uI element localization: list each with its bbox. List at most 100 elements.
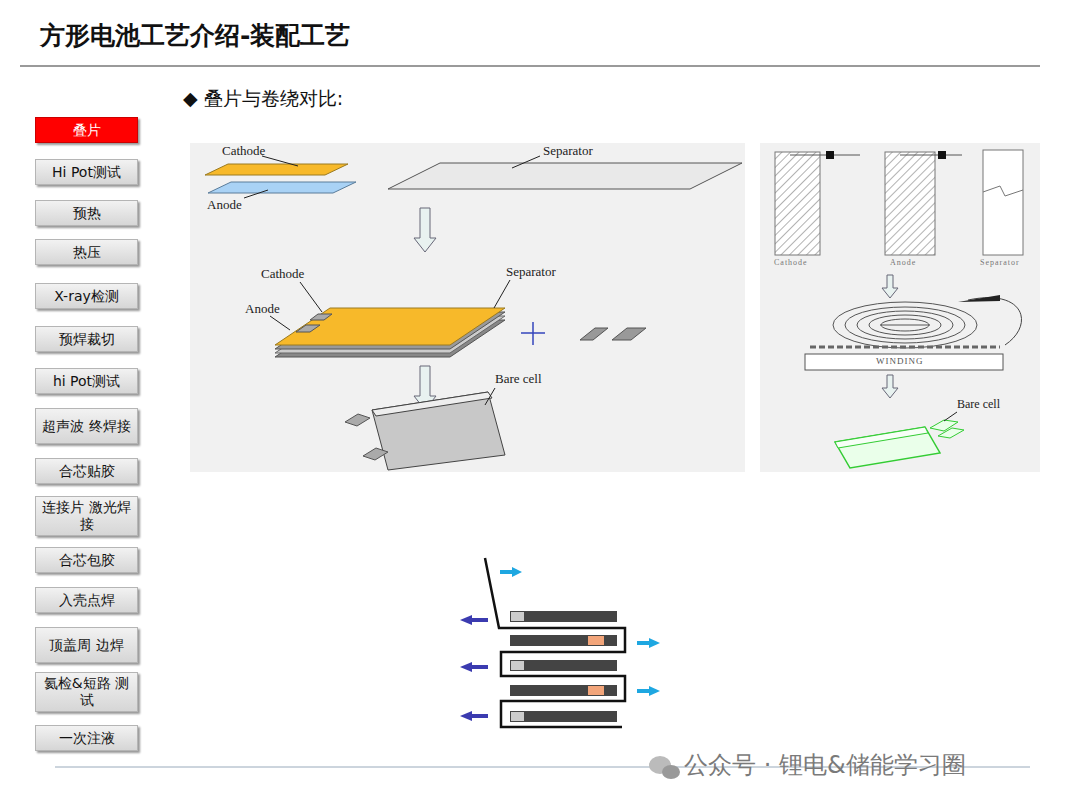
winding-illustration-part <box>775 152 820 255</box>
stacking-illustration-part <box>275 308 505 345</box>
step-button: hi Pot测试 <box>35 368 138 394</box>
stacking-illustration-part <box>612 328 646 340</box>
winding-illustration-part <box>760 143 1040 472</box>
winding-illustration-part <box>826 151 834 159</box>
title-rule <box>20 66 1040 67</box>
z-fold-illustration-part <box>588 636 604 645</box>
z-fold-illustration <box>460 558 660 727</box>
z-fold-illustration-part <box>460 615 488 721</box>
winding-illustration-part <box>810 346 1000 349</box>
winding-illustration-part <box>805 354 1003 370</box>
step-label: 叠片 <box>42 122 132 139</box>
z-fold-illustration-part <box>588 686 604 695</box>
z-fold-illustration-part <box>510 711 617 722</box>
winding-illustration-part <box>885 152 935 255</box>
z-fold-illustration-part-part <box>649 638 660 648</box>
z-fold-illustration-part-part <box>470 665 488 669</box>
stacking-illustration-part <box>388 163 742 189</box>
step-label: 顶盖周 边焊 <box>42 637 132 654</box>
z-fold-illustration-part <box>500 567 660 696</box>
step-label: Hi Pot测试 <box>42 164 132 181</box>
z-fold-illustration-part-part <box>460 615 472 625</box>
stacking-illustration <box>190 143 745 472</box>
winding-illustration-part <box>833 302 977 348</box>
winding-illustration-part <box>882 275 898 298</box>
part-label: Cathode <box>261 267 304 282</box>
winding-illustration-part <box>835 427 928 448</box>
winding-illustration-part <box>900 155 962 156</box>
winding-illustration <box>760 143 1040 472</box>
active-step-button: 叠片 <box>35 117 138 143</box>
winding-illustration-part-part <box>880 325 930 326</box>
winding-illustration-part-part <box>833 302 977 348</box>
step-label: 氦检&短路 测试 <box>42 675 132 709</box>
z-fold-illustration-part-part <box>460 662 472 672</box>
stacking-illustration-part <box>494 280 510 308</box>
z-fold-illustration-part-part <box>470 618 488 622</box>
z-fold-illustration-part-part <box>470 714 488 718</box>
stacking-illustration-part <box>244 190 268 198</box>
stacking-illustration-part <box>208 182 356 193</box>
step-label: 合芯包胶 <box>42 552 132 569</box>
part-label: Cathode <box>774 258 808 267</box>
winding-illustration-part-part <box>869 315 941 335</box>
part-label: Separator <box>506 265 556 280</box>
stacking-illustration-part <box>512 156 540 168</box>
step-button: 合芯贴胶 <box>35 458 138 484</box>
winding-illustration-part <box>882 375 898 398</box>
step-button: 顶盖周 边焊 <box>35 627 138 663</box>
stacking-illustration-part <box>270 316 290 330</box>
step-label: 一次注液 <box>42 730 132 747</box>
z-fold-illustration-part-part <box>500 570 514 574</box>
z-fold-illustration-part <box>485 558 625 727</box>
step-button: 连接片 激光焊接 <box>35 496 138 536</box>
step-button: 预焊裁切 <box>35 326 138 352</box>
footer-part <box>662 765 680 779</box>
step-label: 合芯贴胶 <box>42 463 132 480</box>
z-fold-illustration-part-part <box>637 689 651 693</box>
stacking-illustration-part <box>262 156 298 166</box>
part-label: Cathode <box>222 144 265 159</box>
step-label: 预焊裁切 <box>42 331 132 348</box>
winding-illustration-part-part <box>881 319 929 331</box>
stacking-illustration-part <box>372 392 492 416</box>
part-label: WINDING <box>876 356 924 366</box>
step-button: 入壳点焊 <box>35 587 138 613</box>
part-label: Bare cell <box>957 398 1000 412</box>
step-button: 合芯包胶 <box>35 547 138 573</box>
z-fold-illustration-part <box>511 661 524 670</box>
winding-illustration-part-part <box>845 307 965 343</box>
stacking-illustration-part <box>310 314 332 320</box>
stacking-illustration-part <box>372 392 505 470</box>
stacking-illustration-part <box>363 448 388 460</box>
winding-illustration-part <box>790 155 860 156</box>
step-button: 一次注液 <box>35 725 138 751</box>
stacking-illustration-part <box>300 282 322 312</box>
stacking-illustration-part <box>521 332 545 334</box>
part-label: Anode <box>207 198 242 213</box>
stacking-illustration-part <box>414 208 436 252</box>
z-fold-illustration-part <box>511 712 524 721</box>
step-button: X-ray检测 <box>35 283 138 309</box>
step-label: 热压 <box>42 244 132 261</box>
z-fold-illustration-part <box>511 612 524 621</box>
winding-illustration-part <box>944 412 957 421</box>
step-label: 预热 <box>42 205 132 222</box>
stacking-illustration-part <box>205 164 348 175</box>
winding-illustration-part <box>938 428 964 438</box>
z-fold-illustration-part-part <box>512 567 522 577</box>
title-rule-part <box>20 65 1040 67</box>
winding-illustration-part-part <box>857 311 953 339</box>
step-button: Hi Pot测试 <box>35 159 138 185</box>
winding-illustration-part <box>938 151 946 159</box>
stacking-illustration-part <box>485 388 495 405</box>
step-button: 超声波 终焊接 <box>35 408 138 444</box>
z-fold-illustration-part <box>510 685 617 696</box>
winding-illustration-part <box>983 186 1023 196</box>
part-label: Bare cell <box>495 372 542 387</box>
z-fold-illustration-part <box>510 635 617 646</box>
page-title: 方形电池工艺介绍-装配工艺 <box>40 22 350 51</box>
winding-illustration-part <box>958 295 1000 302</box>
heading: ◆ 叠片与卷绕对比: <box>183 88 343 110</box>
